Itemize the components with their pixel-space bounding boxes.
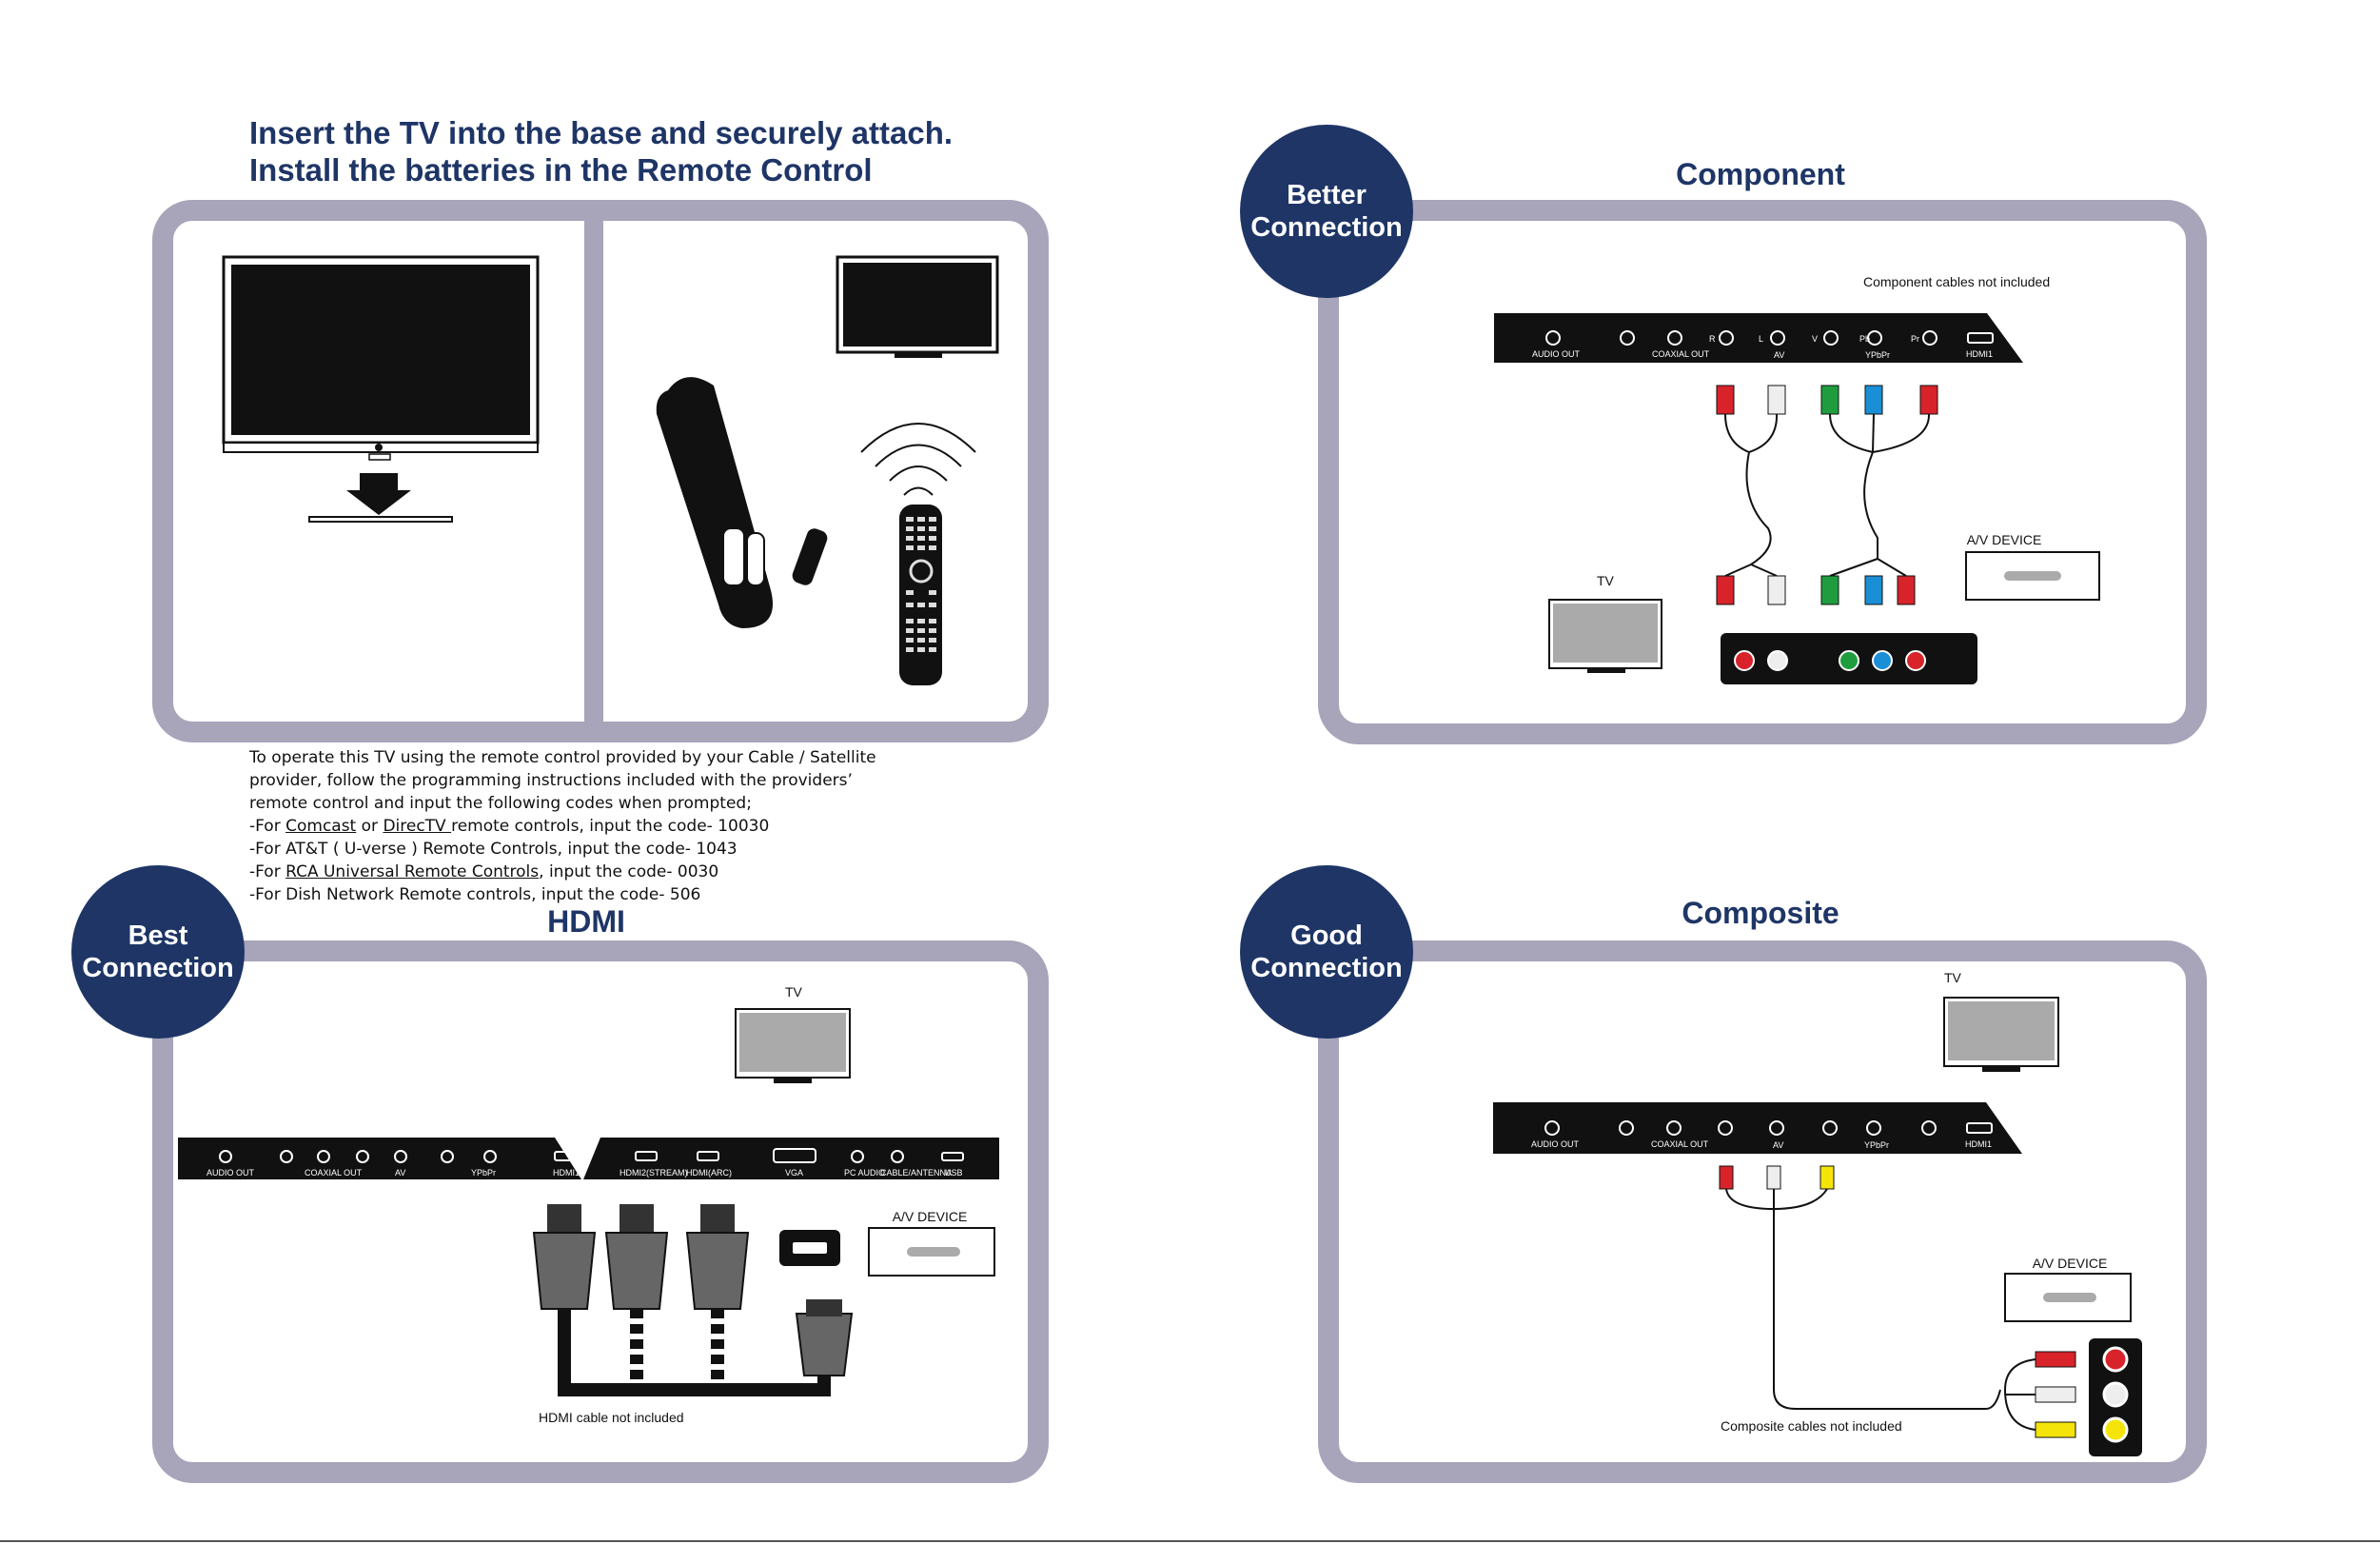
directv-link[interactable]: DirecTV — [383, 817, 452, 836]
best-connection-badge: Best Connection — [71, 865, 245, 1039]
composite-note: Composite cables not included — [1721, 1418, 1902, 1434]
instr-dish: -For Dish Network Remote controls, input… — [249, 885, 701, 904]
port-coaxial: COAXIAL OUT — [1652, 349, 1710, 359]
title-line-1: Insert the TV into the base and securely… — [249, 115, 954, 150]
port-cable-antenna: CABLE/ANTENNA — [880, 1168, 952, 1178]
port-usb: USB — [945, 1168, 963, 1178]
instr-att: -For AT&T ( U-verse ) Remote Controls, i… — [249, 840, 738, 859]
port-audio-out: AUDIO OUT — [1532, 349, 1581, 359]
hdmi-av-label: A/V DEVICE — [893, 1209, 968, 1224]
instr-line-3: remote control and input the following c… — [249, 794, 752, 813]
port-pb: Pb — [1859, 334, 1870, 344]
port-ypbpr: YPbPr — [1865, 350, 1890, 360]
instr-or: or — [356, 817, 384, 836]
port-l: L — [1759, 334, 1763, 344]
comcast-link[interactable]: Comcast — [285, 817, 357, 836]
instr-line-1: To operate this TV using the remote cont… — [249, 748, 876, 767]
port-v: V — [1812, 334, 1818, 344]
comp-port-audio-out: AUDIO OUT — [1531, 1139, 1580, 1149]
instr-comcast-suffix: remote controls, input the code- 10030 — [451, 817, 770, 836]
instr-rca-suffix: , input the code- 0030 — [539, 862, 719, 881]
badge-line-2: Connection — [1250, 212, 1403, 243]
port-r: R — [1709, 334, 1716, 344]
composite-tv-label: TV — [1944, 970, 1962, 985]
bottom-rule — [0, 1540, 2380, 1542]
component-heading: Component — [1676, 157, 1845, 191]
instr-rca: -For RCA Universal Remote Controls, inpu… — [249, 861, 876, 883]
title-line-2: Install the batteries in the Remote Cont… — [249, 152, 873, 188]
hdmi-heading: HDMI — [547, 904, 625, 939]
rca-link[interactable]: RCA Universal Remote Controls — [285, 862, 540, 881]
badge-line-2: Connection — [82, 953, 234, 983]
hdmi-port-audio-out: AUDIO OUT — [207, 1168, 255, 1178]
hdmi-port-coaxial: COAXIAL OUT — [305, 1168, 363, 1178]
port-av: AV — [1774, 350, 1784, 360]
better-connection-badge: Better Connection — [1240, 125, 1413, 298]
instr-line-2: provider, follow the programming instruc… — [249, 771, 853, 790]
component-note: Component cables not included — [1863, 274, 2051, 289]
hdmi-tv-label: TV — [785, 984, 803, 1000]
tv-on-base-illustration — [222, 255, 540, 523]
setup-panel-divider — [584, 221, 603, 722]
hdmi-port-hdmi1: HDMI1 — [553, 1168, 580, 1178]
instr-rca-prefix: -For — [249, 862, 286, 881]
remote-instructions: To operate this TV using the remote cont… — [249, 746, 876, 906]
remote-battery-illustration — [656, 255, 999, 685]
instr-comcast-prefix: -For — [249, 817, 286, 836]
comp-port-coaxial: COAXIAL OUT — [1651, 1139, 1709, 1149]
badge-line-1: Best — [128, 920, 188, 951]
hdmi-port-av: AV — [395, 1168, 405, 1178]
port-vga: VGA — [785, 1168, 803, 1178]
badge-line-1: Good — [1290, 920, 1363, 951]
component-diagram: AUDIO OUT COAXIAL OUT R L V Pb Pr AV YPb… — [1494, 313, 2100, 684]
port-pc-audio: PC AUDIO — [844, 1168, 885, 1178]
badge-line-2: Connection — [1250, 953, 1403, 983]
page-title: Insert the TV into the base and securely… — [249, 114, 953, 188]
component-av-label: A/V DEVICE — [1967, 532, 2042, 547]
instr-comcast: -For Comcast or DirecTV remote controls,… — [249, 815, 876, 838]
composite-diagram: TV AUDIO OUT COAXIAL OUT AV YPbPr HDMI1 … — [1493, 970, 2142, 1456]
comp-port-hdmi1: HDMI1 — [1965, 1139, 1992, 1149]
port-pr: Pr — [1911, 334, 1919, 344]
composite-heading: Composite — [1682, 896, 1839, 930]
component-tv-label: TV — [1597, 573, 1615, 588]
comp-port-av: AV — [1773, 1140, 1783, 1150]
composite-av-label: A/V DEVICE — [2033, 1256, 2108, 1271]
hdmi-port-ypbpr: YPbPr — [471, 1168, 496, 1178]
port-hdmi2: HDMI2(STREAM) — [620, 1168, 688, 1178]
port-hdmi-arc: HDMI(ARC) — [686, 1168, 732, 1178]
port-hdmi1: HDMI1 — [1966, 349, 1993, 359]
comp-port-ypbpr: YPbPr — [1864, 1140, 1889, 1150]
hdmi-note: HDMI cable not included — [539, 1410, 684, 1425]
badge-line-1: Better — [1287, 180, 1367, 210]
good-connection-badge: Good Connection — [1240, 865, 1413, 1039]
hdmi-diagram: TV AUDIO OUT COAXIAL OUT AV YPbPr HDMI1 … — [178, 984, 999, 1396]
